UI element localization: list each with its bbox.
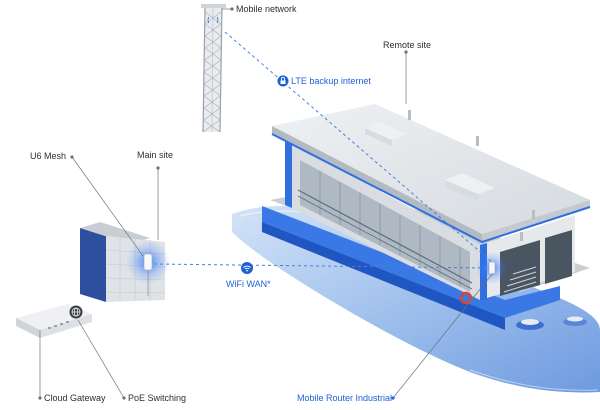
main-site-label: Main site [137,150,174,160]
lte-connection-line [224,31,493,263]
cloud-gateway-label: Cloud Gateway [44,393,106,403]
globe-icon [69,305,83,319]
mobile-network-label: Mobile network [236,4,297,14]
wifi-icon [241,262,253,274]
wifi-wan-label: WiFi WAN* [226,279,271,289]
cell-tower [201,4,226,133]
leader-lines [39,8,494,399]
wifi-wan-connection-line [153,263,489,269]
remote-site-building [262,104,591,330]
cell-tower-icon [207,16,219,24]
u6-mesh-label: U6 Mesh [30,151,67,161]
mobile-router-label: Mobile Router Industrial [297,393,393,403]
lock-icon [277,75,289,87]
poe-switching-label: PoE Switching [128,393,187,403]
main-site-wall [80,222,170,302]
lte-backup-label: LTE backup internet [291,76,371,86]
remote-site-label: Remote site [383,40,432,50]
